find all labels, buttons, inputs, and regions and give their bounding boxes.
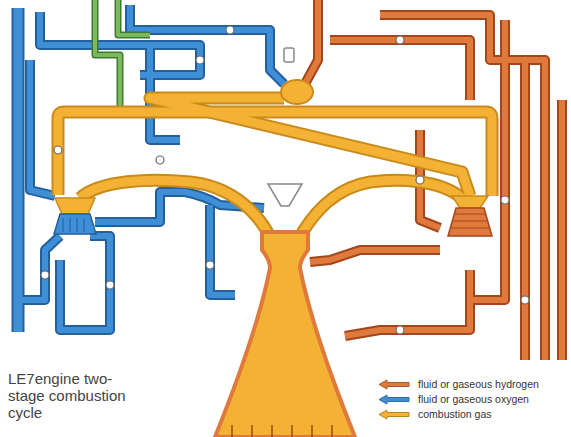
pipe-part bbox=[311, 425, 313, 437]
pipe-part bbox=[14, 8, 23, 332]
gas-pipes bbox=[58, 98, 492, 233]
pipe-part bbox=[60, 236, 110, 330]
pipe-part bbox=[18, 236, 60, 300]
pipe-part bbox=[30, 60, 55, 196]
pipe-part bbox=[30, 60, 55, 196]
pipe-part bbox=[77, 218, 78, 232]
pipe-part bbox=[118, 0, 150, 35]
injector bbox=[268, 184, 302, 206]
pipe-part bbox=[345, 280, 470, 336]
pipe-part bbox=[196, 56, 204, 64]
legend-text: combustion gas bbox=[416, 407, 494, 421]
legend-text: fluid or gaseous hydrogen bbox=[416, 377, 541, 391]
pipe-part bbox=[306, 0, 318, 82]
gas-pipes-outline bbox=[58, 98, 492, 233]
pipe-part bbox=[453, 221, 487, 222]
pipe-part bbox=[291, 425, 293, 437]
pipe-part bbox=[70, 218, 71, 232]
pipe-part bbox=[231, 425, 233, 437]
pipe-part bbox=[106, 281, 114, 289]
pipe-part bbox=[206, 261, 214, 269]
oxygen-pump bbox=[54, 214, 96, 234]
pipe-part bbox=[345, 280, 470, 336]
igniter bbox=[284, 48, 294, 62]
pipe-part bbox=[210, 205, 235, 295]
pipe-part bbox=[156, 156, 164, 164]
diagram-title: LE7engine two-stage combustion cycle bbox=[8, 370, 140, 421]
preburner bbox=[281, 80, 313, 104]
pipe-part bbox=[396, 326, 404, 334]
pipe-part bbox=[540, 140, 550, 360]
pipe-part bbox=[380, 15, 545, 140]
pipe-part bbox=[84, 218, 85, 232]
pipe-part bbox=[12, 8, 25, 332]
pipe-part bbox=[330, 40, 470, 100]
legend-arrow bbox=[379, 380, 409, 389]
pipe-part bbox=[306, 0, 318, 82]
legend-text: fluid or gaseous oxygen bbox=[416, 392, 531, 406]
pipe-part bbox=[310, 250, 440, 262]
pipe-part bbox=[521, 296, 529, 304]
pipe-part bbox=[310, 250, 440, 262]
pipe-part bbox=[118, 0, 150, 35]
pipe-part bbox=[520, 60, 530, 360]
pipe-part bbox=[80, 180, 268, 233]
green-pipes-outline bbox=[95, 0, 150, 112]
pipe-part bbox=[396, 36, 404, 44]
legend-swatch bbox=[378, 394, 410, 405]
pipe-part bbox=[451, 228, 489, 229]
pump-fins bbox=[451, 214, 489, 228]
pipe-part bbox=[60, 236, 110, 330]
pipe-part bbox=[501, 196, 509, 204]
legend-swatch bbox=[378, 409, 410, 420]
nozzle bbox=[215, 232, 355, 437]
pipe-part bbox=[271, 425, 273, 437]
pipe-part bbox=[302, 180, 462, 233]
pipe-part bbox=[330, 40, 470, 100]
pipe-part bbox=[226, 26, 234, 34]
legend-arrow bbox=[379, 395, 409, 404]
legend-swatch bbox=[378, 379, 410, 390]
pipe-part bbox=[18, 236, 60, 300]
pipe-part bbox=[251, 425, 253, 437]
pipe-part bbox=[302, 180, 462, 233]
hydrogen-turbine bbox=[452, 196, 488, 208]
pipe-part bbox=[331, 425, 333, 437]
pipe-part bbox=[542, 140, 548, 360]
pipe-part bbox=[416, 176, 424, 184]
pipe-part bbox=[210, 205, 235, 295]
pipe-part bbox=[380, 15, 545, 140]
valves bbox=[41, 26, 529, 334]
legend-arrow bbox=[379, 410, 409, 419]
pump-fins bbox=[63, 218, 84, 232]
nozzle-ticks bbox=[232, 425, 332, 437]
pipe-part bbox=[557, 100, 567, 360]
pipe-part bbox=[522, 60, 528, 360]
pipe-part bbox=[63, 218, 64, 232]
green-pipes bbox=[95, 0, 150, 112]
pipe-part bbox=[41, 271, 49, 279]
oxygen-turbine bbox=[55, 198, 95, 214]
hydrogen-pump bbox=[448, 208, 492, 236]
pipe-part bbox=[54, 146, 62, 154]
pipe-part bbox=[455, 214, 485, 215]
pipe-part bbox=[80, 180, 268, 233]
pipe-part bbox=[559, 100, 565, 360]
